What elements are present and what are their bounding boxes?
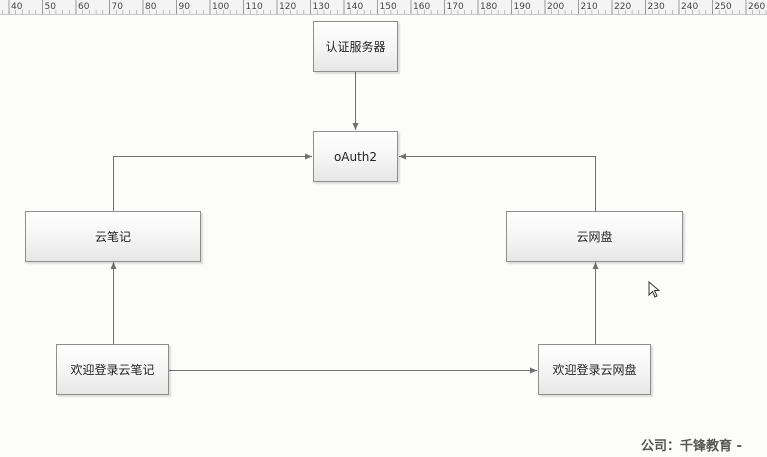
ruler-tick-label: 230 bbox=[648, 2, 665, 12]
node-cloud-notes[interactable]: 云笔记 bbox=[25, 211, 201, 262]
ruler-tick-label: 170 bbox=[447, 2, 464, 12]
ruler-tick-label: 240 bbox=[681, 2, 698, 12]
ruler-tick-label: 80 bbox=[145, 2, 157, 12]
ruler-tick-label: 110 bbox=[246, 2, 263, 12]
ruler-scale: 40 50 60 70 80 90 100 110 120 130 140 150 160 170 180 1… bbox=[1, 0, 767, 14]
node-welcome-cloud-disk[interactable]: 欢迎登录云网盘 bbox=[538, 344, 651, 395]
ruler-tick-label: 90 bbox=[179, 2, 191, 12]
ruler-tick-label: 190 bbox=[514, 2, 531, 12]
ruler-tick-label: 120 bbox=[279, 2, 296, 12]
ruler-tick-label: 180 bbox=[480, 2, 497, 12]
ruler-tick-label: 60 bbox=[78, 2, 90, 12]
ruler-tick-label: 260 bbox=[748, 2, 765, 12]
ruler-tick-label: 210 bbox=[581, 2, 598, 12]
watermark-company: 公司：千锋教育 - bbox=[641, 439, 742, 454]
ruler-tick-label: 220 bbox=[614, 2, 631, 12]
ruler-tick-label: 140 bbox=[346, 2, 363, 12]
node-auth-server[interactable]: 认证服务器 bbox=[313, 21, 398, 72]
ruler-tick-label: 100 bbox=[212, 2, 229, 12]
ruler-tick-label: 250 bbox=[715, 2, 732, 12]
node-cloud-disk[interactable]: 云网盘 bbox=[506, 211, 683, 262]
node-welcome-cloud-notes[interactable]: 欢迎登录云笔记 bbox=[56, 344, 169, 395]
horizontal-ruler: 40 50 60 70 80 90 100 110 120 130 140 150 160 170 180 1… bbox=[0, 0, 767, 15]
ruler-tick-label: 200 bbox=[547, 2, 564, 12]
ruler-tick-label: 50 bbox=[45, 2, 57, 12]
node-oauth2[interactable]: oAuth2 bbox=[313, 131, 398, 182]
mouse-cursor-icon bbox=[648, 281, 660, 298]
ruler-tick-label: 130 bbox=[313, 2, 330, 12]
diagram-connectors bbox=[110, 72, 599, 374]
edge-notes-to-oauth2 bbox=[113, 153, 312, 211]
ruler-tick-label: 160 bbox=[413, 2, 430, 12]
ruler-tick-label: 40 bbox=[11, 2, 23, 12]
edge-disk-to-oauth2 bbox=[399, 153, 596, 211]
ruler-tick-label: 150 bbox=[380, 2, 397, 12]
ruler-tick-label: 70 bbox=[112, 2, 124, 12]
